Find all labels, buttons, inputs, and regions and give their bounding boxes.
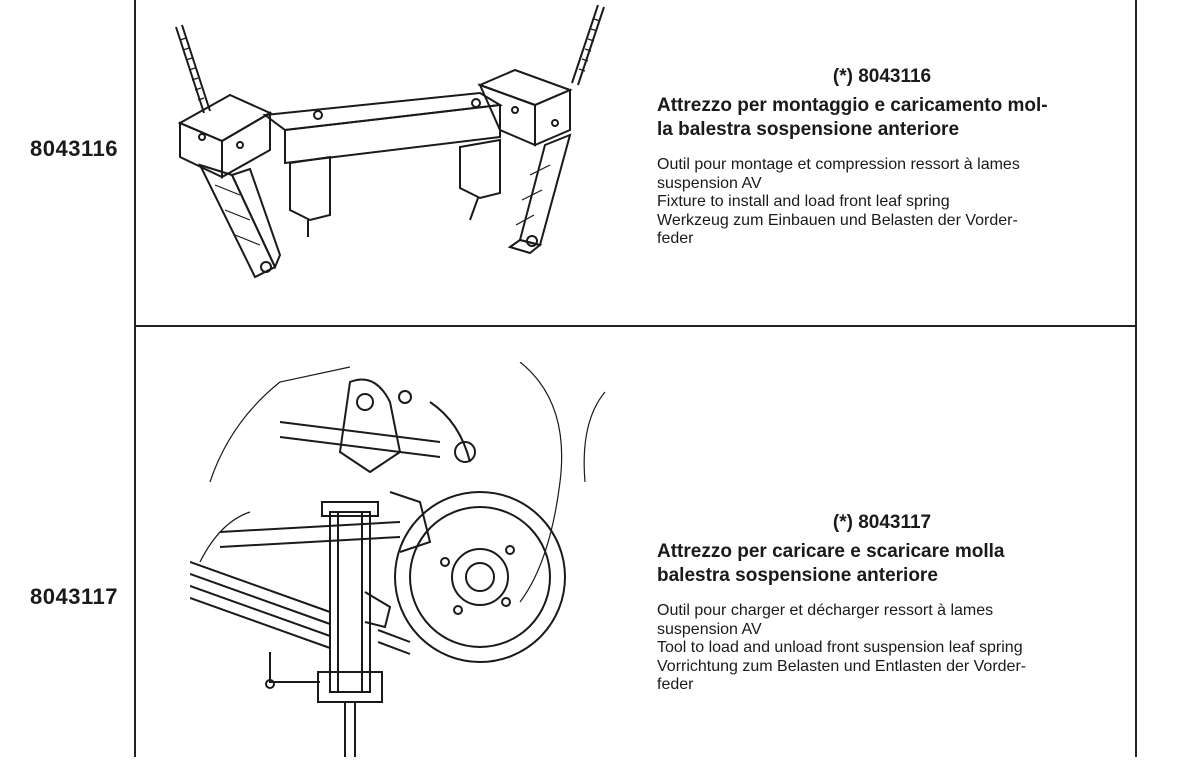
title-line: la balestra sospensione anteriore: [657, 119, 960, 140]
right-border-line: [1135, 0, 1137, 757]
suspension-assembly-drawing: [189, 361, 606, 757]
tool-code-label: 8043116: [30, 136, 118, 161]
desc-line: feder: [657, 676, 694, 693]
desc-line: suspension AV: [657, 620, 762, 638]
desc-line: feder: [657, 230, 694, 247]
tool-code-label: 8043117: [30, 584, 118, 609]
tool-illustration-8043117: [189, 361, 610, 762]
desc-line: Tool to load and unload front suspension…: [657, 639, 1023, 656]
tool-illustration-8043116: [170, 4, 610, 290]
spring-fixture-drawing: [175, 4, 605, 279]
title-line: balestra sospensione anteriore: [657, 565, 938, 586]
desc-line: Werkzeug zum Einbauen und Belasten der V…: [657, 211, 1018, 229]
section-divider: [134, 325, 1137, 327]
italian-title: Attrezzo per caricare e scaricare molla …: [657, 540, 1107, 588]
desc-line: Outil pour charger et décharger ressort …: [657, 602, 994, 619]
italian-title: Attrezzo per montaggio e caricamento mol…: [657, 94, 1107, 142]
title-line: Attrezzo per montaggio e caricamento mol…: [657, 95, 1048, 116]
tool-description-8043116: (*) 8043116 Attrezzo per montaggio e car…: [657, 66, 1107, 249]
desc-line: Outil pour montage et compression ressor…: [657, 156, 1020, 173]
desc-line: suspension AV: [657, 174, 762, 192]
translations: Outil pour montage et compression ressor…: [657, 156, 1107, 249]
tool-code-title: (*) 8043116: [832, 66, 932, 87]
desc-line: Vorrichtung zum Belasten und Entlasten d…: [657, 657, 1027, 675]
tool-description-8043117: (*) 8043117 Attrezzo per caricare e scar…: [657, 512, 1107, 695]
tool-code-title: (*) 8043117: [832, 512, 932, 533]
desc-line: Fixture to install and load front leaf s…: [657, 193, 950, 210]
left-border-line: [134, 0, 136, 757]
title-line: Attrezzo per caricare e scaricare molla: [657, 541, 1005, 562]
translations: Outil pour charger et décharger ressort …: [657, 602, 1107, 695]
